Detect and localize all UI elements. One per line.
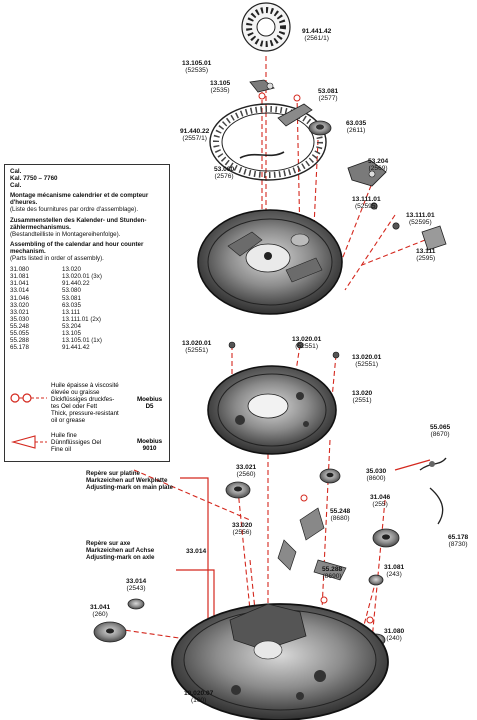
part-item: 13.111	[62, 308, 81, 316]
title-en: Assembling of the calendar and hour coun…	[10, 240, 144, 255]
spring-55065	[419, 457, 447, 471]
fine-oil-text: Huile fine Dünnflüssiges Oel Fine oil	[51, 432, 102, 454]
label-55288: 55.288(8690)	[322, 566, 343, 581]
label-91441: 91.441.42(2561/1)	[302, 28, 332, 43]
caliber-lines: Cal. Kal. 7750 – 7760 Cal.	[10, 168, 58, 190]
title-de: Zusammenstellen des Kalender- und Stunde…	[10, 216, 147, 231]
label-13020-01-c: 13.020.01(52551)	[352, 354, 382, 369]
lever-55288	[313, 559, 347, 581]
part-item: 53.081	[62, 294, 81, 302]
label-13020: 13.020(2551)	[352, 390, 373, 405]
label-31041: 31.041(260)	[90, 604, 111, 619]
part-item: 33.021	[10, 308, 29, 316]
label-33021: 33.021(2560)	[236, 464, 257, 479]
label-55065: 55.065(8670)	[430, 424, 451, 439]
label-13020-01-a: 13.020.01(52551)	[182, 340, 212, 355]
part-item: 63.035	[62, 301, 81, 309]
pinion-33014	[127, 598, 145, 610]
part-item: 31.080	[10, 266, 29, 274]
label-13111-01-a: 13.111.01(52595)	[352, 196, 381, 211]
part-item: 91.440.22	[62, 280, 90, 288]
wheel-33021	[225, 481, 251, 499]
label-13111-01-b: 13.111.01(52595)	[406, 212, 435, 227]
label-13105-01: 13.105.01(52535)	[182, 60, 212, 75]
parts-list: 31.080 31.081 31.041 33.014 31.046 33.02…	[10, 266, 164, 351]
part-item: 65.178	[10, 344, 29, 352]
subtitle-de: (Bestandteilliste in Montagereihenfolge)…	[10, 230, 121, 238]
label-10020: 10.020.07(100)	[184, 690, 214, 705]
calendar-plate	[197, 209, 343, 315]
part-item: 91.441.42	[62, 344, 90, 352]
part-item: 53.204	[62, 322, 81, 330]
part-item: 13.020.01 (3x)	[62, 273, 102, 281]
spring-65178	[429, 487, 444, 525]
part-item: 31.046	[10, 294, 29, 302]
lever-53081	[277, 103, 313, 127]
lever-53204	[347, 159, 387, 187]
label-31081: 31.081(243)	[384, 564, 405, 579]
date-disc-top	[241, 2, 291, 52]
lever-55248	[299, 507, 325, 541]
part-item: 55.055	[10, 329, 29, 337]
part-item: 31.041	[10, 280, 29, 288]
part-item: 31.081	[10, 273, 29, 281]
label-65178: 65.178(8730)	[448, 534, 469, 549]
oil-points	[258, 92, 374, 624]
part-item: 13.105.01 (1x)	[62, 337, 102, 345]
part-item: 53.080	[62, 287, 81, 295]
lever-13105	[249, 79, 275, 93]
lever-33020	[277, 539, 297, 571]
label-35030: 35.030(8600)	[366, 468, 387, 483]
label-13105: 13.105(2535)	[210, 80, 231, 95]
main-plate	[171, 603, 389, 720]
fine-oil-brand: Moebius 9010	[137, 438, 163, 453]
note-main-plate-mark: Repère sur platine Markzeichen auf Werkp…	[86, 470, 173, 492]
part-item: 33.014	[10, 287, 29, 295]
part-item: 55.248	[10, 322, 29, 330]
part-item: 13.020	[62, 266, 81, 274]
label-91440: 91.440.22(2557/1)	[180, 128, 210, 143]
label-33014: 33.014(2543)	[126, 578, 147, 593]
thick-oil-icon	[10, 393, 47, 403]
parts-column-left: 31.080 31.081 31.041 33.014 31.046 33.02…	[10, 266, 62, 351]
label-13111: 13.111(2595)	[416, 248, 436, 263]
hour-counter-plate	[207, 365, 337, 455]
label-55248: 55.248(8680)	[330, 508, 351, 523]
note-axle-mark: Repère sur axe Markzeichen auf Achse Adj…	[86, 540, 155, 562]
screws-13111	[370, 202, 447, 251]
screws-13020	[228, 341, 340, 359]
label-31080: 31.080(240)	[384, 628, 405, 643]
label-63035: 63.035(2611)	[346, 120, 367, 135]
thick-oil-text: Huile épaisse à viscosité élevée ou grai…	[51, 382, 119, 425]
wheel-31046	[372, 528, 400, 548]
label-13020-01-b: 13.020.01(52551)	[292, 336, 322, 351]
wheel-35030	[319, 468, 341, 484]
label-53204: 53.204(2569)	[368, 158, 389, 173]
oil-legend: Huile épaisse à viscosité élevée ou grai…	[4, 380, 170, 462]
pinion-63035	[308, 120, 332, 136]
title-fr: Montage mécanisme calendrier et de compt…	[10, 192, 149, 207]
wheel-31041	[93, 621, 127, 643]
label-31046: 31.046(255)	[370, 494, 391, 509]
subtitle-fr: (Liste des fournitures par ordre d'assem…	[10, 206, 139, 214]
info-box: Cal. Kal. 7750 – 7760 Cal. Montage mécan…	[4, 164, 170, 382]
part-item: 33.020	[10, 301, 29, 309]
parts-column-right: 13.020 13.020.01 (3x) 91.440.22 53.080 5…	[62, 266, 132, 351]
subtitle-en: (Parts listed in order of assembly).	[10, 255, 104, 263]
label-33020: 33.020(2556)	[232, 522, 253, 537]
date-ring	[209, 103, 327, 181]
part-item: 35.030	[10, 315, 29, 323]
label-53080: 53.080(2576)	[214, 166, 235, 181]
label-33014-mid: 33.014	[186, 548, 207, 555]
label-53081: 53.081(2577)	[318, 88, 339, 103]
thick-oil-brand: Moebius D5	[137, 396, 163, 411]
part-item: 55.288	[10, 337, 29, 345]
part-item: 13.105	[62, 329, 81, 337]
pinion-31081	[368, 574, 384, 586]
part-item: 13.111.01 (2x)	[62, 315, 101, 323]
fine-oil-icon	[10, 435, 47, 449]
spring-53080	[239, 151, 285, 159]
